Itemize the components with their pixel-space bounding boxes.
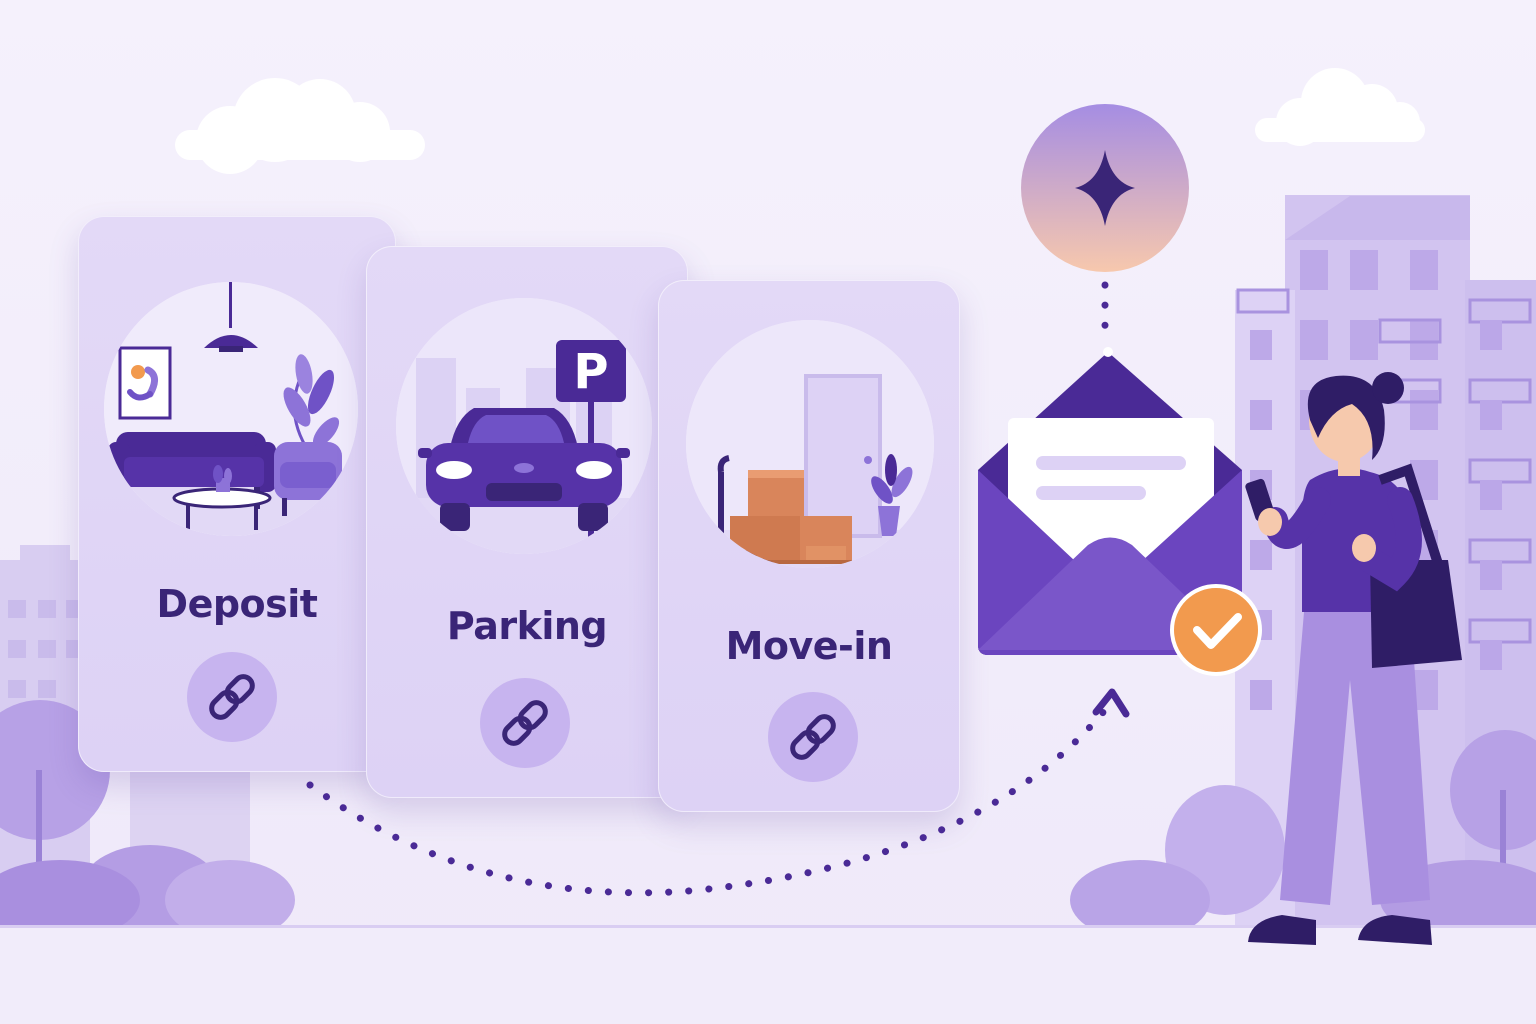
- parking-sign-text: P: [573, 344, 608, 400]
- woman-with-phone-icon: [1245, 372, 1462, 945]
- sparkle-icon: [1021, 104, 1189, 272]
- arrowhead-icon: [1092, 688, 1130, 718]
- link-icon: [790, 714, 836, 760]
- parking-card[interactable]: P Parking: [366, 246, 688, 798]
- link-icon: [502, 700, 548, 746]
- deposit-label: Deposit: [156, 582, 318, 626]
- cloud-right-icon: [1255, 68, 1425, 146]
- dotted-flow-arrow: [306, 706, 1109, 897]
- move-in-card[interactable]: Move-in: [658, 280, 960, 812]
- deposit-link-button[interactable]: [187, 652, 277, 742]
- parking-label: Parking: [446, 604, 608, 648]
- moving-boxes-icon: [686, 320, 934, 568]
- cloud-left-icon: [175, 78, 425, 174]
- checkmark-icon: [1170, 584, 1262, 676]
- move-in-link-button[interactable]: [768, 692, 858, 782]
- link-icon: [209, 674, 255, 720]
- left-trees: [0, 700, 295, 940]
- living-room-icon: [104, 282, 358, 536]
- deposit-card[interactable]: Deposit: [78, 216, 396, 772]
- parking-link-button[interactable]: [480, 678, 570, 768]
- car-parking-icon: P: [396, 298, 652, 554]
- move-in-label: Move-in: [725, 624, 893, 668]
